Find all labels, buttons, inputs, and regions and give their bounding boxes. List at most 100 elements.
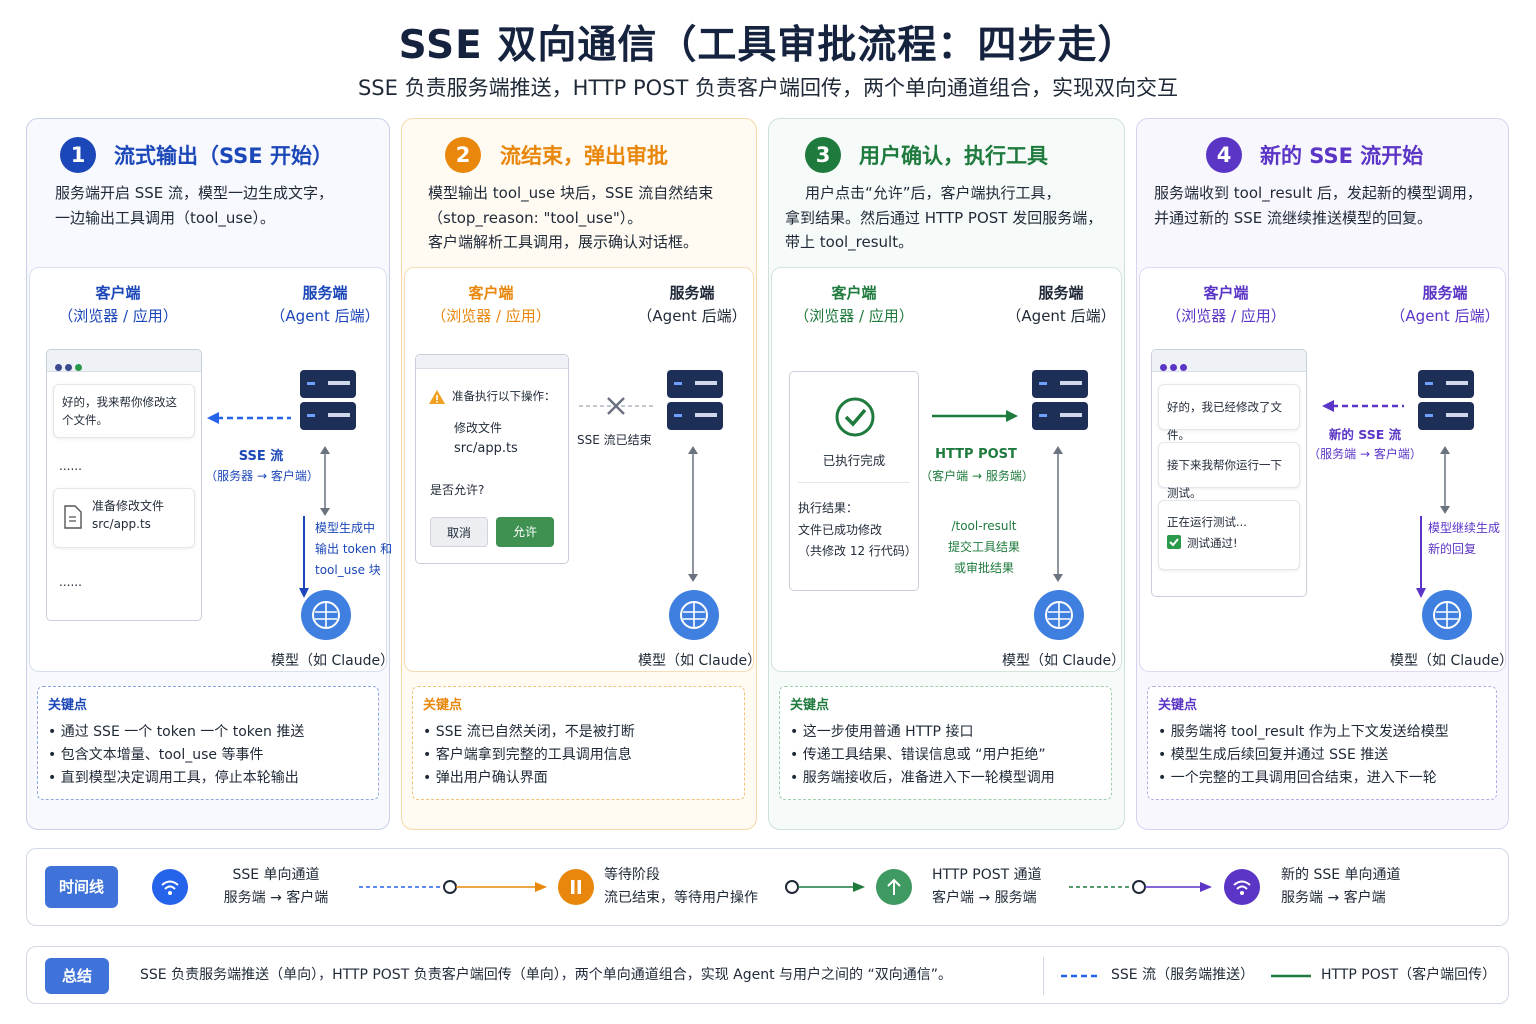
step-description: 服务端收到 tool_result 后，发起新的模型调用，并通过新的 SSE 流… <box>1154 184 1482 227</box>
timeline-step: HTTP POST 通道客户端 → 服务端 <box>932 867 1042 906</box>
generation-arrow <box>1416 516 1426 598</box>
step-3-panel: 3 用户确认，执行工具 用户点击“允许”后，客户端执行工具，拿到结果。然后通过 … <box>768 118 1125 830</box>
result-title: 执行结果： <box>798 501 859 515</box>
legend-post: HTTP POST（客户端回传） <box>1321 967 1497 983</box>
step-number: 2 <box>445 137 481 173</box>
dialog-action: 修改文件 <box>454 421 503 435</box>
timeline-step: 等待阶段流已结束，等待用户操作 <box>604 867 758 906</box>
vertical-arrow <box>1440 446 1450 514</box>
server-icon <box>1418 370 1474 430</box>
allow-button[interactable]: 允许 <box>496 517 554 547</box>
test-status: 正在运行测试... 测试通过! <box>1158 500 1300 570</box>
generation-arrow <box>299 516 309 598</box>
arrow-sublabel: （服务端 → 客户端） <box>1308 447 1422 461</box>
model-label: 模型（如 Claude） <box>1002 653 1126 669</box>
step-number: 4 <box>1206 137 1242 173</box>
step-title: 流式输出（SSE 开始） <box>114 144 333 168</box>
summary-tag: 总结 <box>45 958 109 994</box>
assistant-message: 接下来我帮你运行一下测试。 <box>1158 442 1300 500</box>
step-number: 3 <box>805 137 841 173</box>
approval-dialog: 准备执行以下操作： 修改文件 src/app.ts 是否允许? 取消 允许 <box>415 354 569 564</box>
client-label: 客户端（浏览器 / 应用） <box>431 284 551 325</box>
server-label: 服务端（Agent 后端） <box>1390 284 1500 325</box>
sse-arrow <box>1322 400 1404 412</box>
flow-area: 客户端（浏览器 / 应用） 服务端（Agent 后端） 好的，我已经修改了文件。… <box>1139 267 1513 672</box>
key-points: 关键点 • SSE 流已自然关闭，不是被打断 • 客户端拿到完整的工具调用信息 … <box>412 686 745 800</box>
page-title: SSE 双向通信（工具审批流程：四步走） <box>398 23 1138 68</box>
dialog-file: src/app.ts <box>454 441 518 456</box>
summary: 总结 SSE 负责服务端推送（单向），HTTP POST 负责客户端回传（单向）… <box>26 946 1509 1004</box>
step-title: 新的 SSE 流开始 <box>1260 144 1424 168</box>
step-1-panel: 1 流式输出（SSE 开始） 服务端开启 SSE 流，模型一边生成文字，一边输出… <box>26 118 394 830</box>
model-label: 模型（如 Claude） <box>1390 653 1514 669</box>
vertical-arrow <box>688 446 698 582</box>
checkbox-icon <box>1167 535 1181 549</box>
ellipsis: ...... <box>59 459 82 473</box>
check-circle-icon <box>835 397 875 437</box>
timeline-connector <box>785 880 865 894</box>
server-label: 服务端（Agent 后端） <box>637 284 747 325</box>
client-label: 客户端（浏览器 / 应用） <box>58 284 178 325</box>
brain-icon <box>1422 590 1472 640</box>
arrow-label: 新的 SSE 流 <box>1328 427 1402 442</box>
legend-sse: SSE 流（服务端推送） <box>1111 967 1255 983</box>
timeline-step: SSE 单向通道服务端 → 客户端 <box>223 867 329 906</box>
step-2-panel: 2 流结束，弹出审批 模型输出 tool_use 块后，SSE 流自然结束（st… <box>401 118 761 830</box>
brain-icon <box>1034 590 1084 640</box>
assistant-message: 好的，我来帮你修改这个文件。 <box>53 384 195 438</box>
server-icon <box>667 370 723 430</box>
wifi-icon <box>152 869 188 905</box>
flow-area: 客户端（浏览器 / 应用） 服务端（Agent 后端） 好的，我来帮你修改这个文… <box>29 267 394 672</box>
key-points: 关键点 • 服务端将 tool_result 作为上下文发送给模型 • 模型生成… <box>1147 686 1497 800</box>
file-icon <box>64 505 82 529</box>
timeline-connector <box>1069 880 1212 894</box>
server-label: 服务端（Agent 后端） <box>270 284 380 325</box>
sse-legend-line <box>1061 974 1101 978</box>
step-description: 用户点击“允许”后，客户端执行工具，拿到结果。然后通过 HTTP POST 发回… <box>785 184 1103 251</box>
step-title: 用户确认，执行工具 <box>859 144 1048 168</box>
key-points: 关键点 • 通过 SSE 一个 token 一个 token 推送 • 包含文本… <box>37 686 379 800</box>
timeline-connector <box>359 880 547 894</box>
server-icon <box>1032 370 1088 430</box>
step-description: 模型输出 tool_use 块后，SSE 流自然结束（stop_reason: … <box>428 184 714 251</box>
timeline-tag: 时间线 <box>45 866 118 908</box>
summary-text: SSE 负责服务端推送（单向），HTTP POST 负责客户端回传（单向），两个… <box>140 967 952 983</box>
client-window: 好的，我已经修改了文件。 接下来我帮你运行一下测试。 正在运行测试... 测试通… <box>1151 349 1307 597</box>
dialog-question: 是否允许? <box>430 483 485 497</box>
server-label: 服务端（Agent 后端） <box>1006 284 1116 325</box>
done-label: 已执行完成 <box>822 453 886 468</box>
vertical-arrow <box>1053 446 1063 582</box>
arrow-sublabel: （客户端 → 服务端） <box>920 469 1034 483</box>
model-note: 模型继续生成新的回复 <box>1428 521 1501 556</box>
step-description: 服务端开启 SSE 流，模型一边生成文字，一边输出工具调用（tool_use）。 <box>55 184 334 227</box>
dialog-title: 准备执行以下操作： <box>452 389 556 403</box>
arrow-sublabel: （服务器 → 客户端） <box>205 469 319 483</box>
step-number: 1 <box>60 137 96 173</box>
page-subtitle: SSE 负责服务端推送，HTTP POST 负责客户端回传，两个单向通道组合，实… <box>357 76 1179 100</box>
model-label: 模型（如 Claude） <box>638 653 762 669</box>
flow-area: 客户端（浏览器 / 应用） 服务端（Agent 后端） 准备执行以下操作： 修改… <box>404 267 761 672</box>
timeline-step: 新的 SSE 单向通道服务端 → 客户端 <box>1281 867 1401 906</box>
step-title: 流结束，弹出审批 <box>500 144 668 168</box>
step-4-panel: 4 新的 SSE 流开始 服务端收到 tool_result 后，发起新的模型调… <box>1136 118 1513 830</box>
post-arrow <box>932 410 1018 422</box>
key-points: 关键点 • 这一步使用普通 HTTP 接口 • 传递工具结果、错误信息或 “用户… <box>779 686 1112 800</box>
client-label: 客户端（浏览器 / 应用） <box>794 284 914 325</box>
sse-arrow <box>207 412 291 424</box>
upload-icon <box>876 869 912 905</box>
brain-icon <box>301 590 351 640</box>
timeline: 时间线 SSE 单向通道服务端 → 客户端 等待阶段流已结束，等待用户操作 HT… <box>26 848 1509 926</box>
cancel-button[interactable]: 取消 <box>430 517 488 547</box>
vertical-arrow <box>320 446 330 516</box>
arrow-label: HTTP POST <box>935 447 1017 462</box>
model-label: 模型（如 Claude） <box>271 653 395 669</box>
warning-icon <box>429 390 445 404</box>
assistant-message: 好的，我已经修改了文件。 <box>1158 384 1300 442</box>
client-label: 客户端（浏览器 / 应用） <box>1166 284 1286 325</box>
pause-icon <box>558 869 594 905</box>
post-legend-line <box>1271 974 1311 978</box>
flow-area: 客户端（浏览器 / 应用） 服务端（Agent 后端） 已执行完成 执行结果： … <box>771 267 1126 672</box>
arrow-label: SSE 流 <box>238 449 284 464</box>
ellipsis: ...... <box>59 575 82 589</box>
